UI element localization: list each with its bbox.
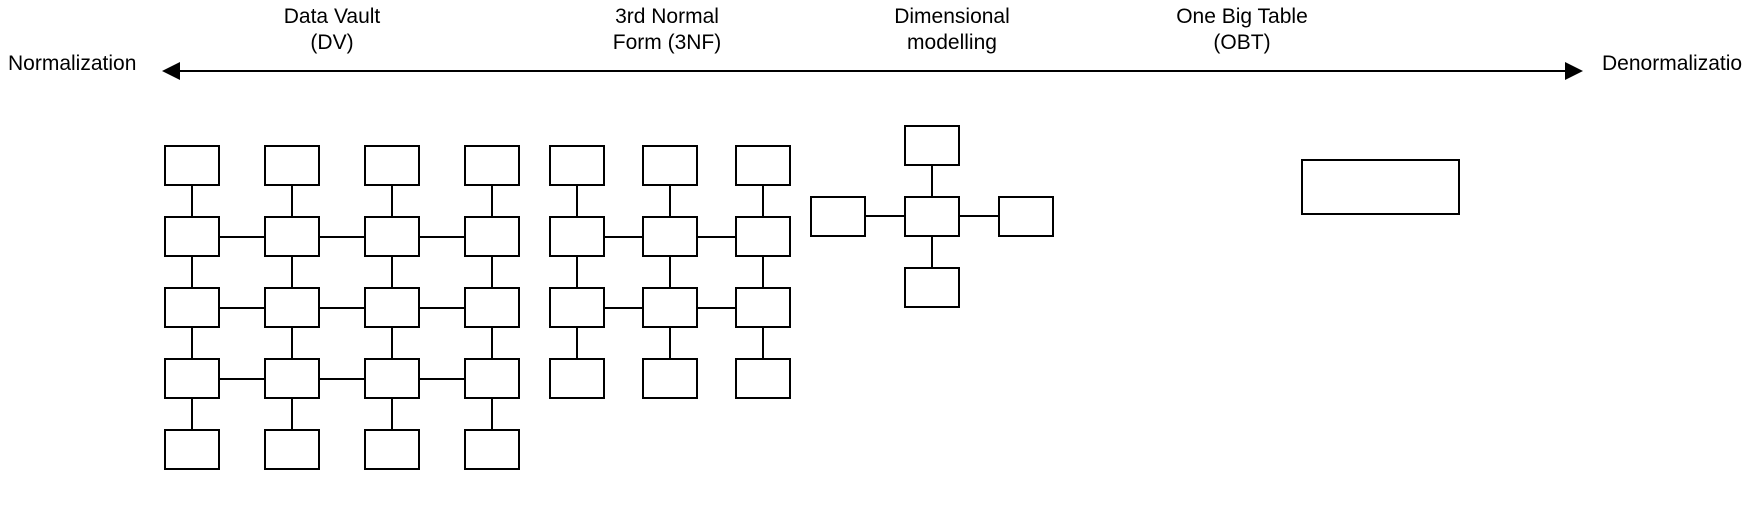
dimension-box xyxy=(904,266,960,308)
entity-box xyxy=(642,216,698,257)
stage-label-dimensional-modelling: Dimensional modelling xyxy=(842,4,1062,56)
entity-box xyxy=(464,287,520,328)
horizontal-connector xyxy=(866,215,904,217)
vertical-connector xyxy=(762,257,764,287)
vertical-connector xyxy=(491,328,493,358)
vertical-connector xyxy=(576,186,578,216)
horizontal-connector xyxy=(320,235,364,238)
arrow-right-icon xyxy=(1565,62,1583,80)
entity-box xyxy=(464,358,520,399)
horizontal-connector xyxy=(220,377,264,380)
horizontal-connector xyxy=(698,235,735,238)
vertical-connector xyxy=(291,328,293,358)
vertical-connector xyxy=(576,328,578,358)
vertical-connector xyxy=(291,257,293,287)
stage-label-line1: Data Vault xyxy=(283,5,381,28)
entity-box xyxy=(364,429,420,470)
horizontal-connector xyxy=(220,306,264,309)
vertical-connector xyxy=(576,257,578,287)
vertical-connector xyxy=(762,186,764,216)
horizontal-connector xyxy=(320,377,364,380)
axis-right-label: Denormalization xyxy=(1602,52,1742,75)
stage-label-line2: Form (3NF) xyxy=(612,31,722,54)
stage-label-line1: One Big Table xyxy=(1176,5,1308,28)
horizontal-connector xyxy=(420,377,464,380)
entity-box xyxy=(735,216,791,257)
stage-label-third-normal-form: 3rd Normal Form (3NF) xyxy=(557,4,777,56)
entity-box xyxy=(264,429,320,470)
entity-box xyxy=(264,287,320,328)
entity-box xyxy=(549,145,605,186)
entity-box xyxy=(642,145,698,186)
entity-box xyxy=(164,287,220,328)
entity-box xyxy=(264,358,320,399)
arrow-left-icon xyxy=(162,62,180,80)
vertical-connector xyxy=(191,257,193,287)
stage-label-line1: 3rd Normal xyxy=(615,5,719,28)
entity-box xyxy=(464,216,520,257)
vertical-connector xyxy=(491,257,493,287)
horizontal-connector xyxy=(420,306,464,309)
stage-label-line1: Dimensional xyxy=(894,5,1010,28)
axis-left-label: Normalization xyxy=(8,52,137,75)
vertical-connector xyxy=(391,186,393,216)
vertical-connector xyxy=(669,328,671,358)
one-big-table-box xyxy=(1301,159,1460,215)
entity-box xyxy=(464,429,520,470)
dimension-box xyxy=(998,195,1054,237)
vertical-connector xyxy=(669,186,671,216)
horizontal-connector xyxy=(320,306,364,309)
entity-box xyxy=(264,145,320,186)
entity-box xyxy=(264,216,320,257)
horizontal-connector xyxy=(605,306,642,309)
entity-box xyxy=(549,216,605,257)
vertical-connector xyxy=(391,328,393,358)
vertical-connector xyxy=(191,399,193,429)
vertical-connector xyxy=(391,399,393,429)
stage-label-one-big-table: One Big Table (OBT) xyxy=(1132,4,1352,56)
vertical-connector xyxy=(291,186,293,216)
entity-box xyxy=(549,287,605,328)
vertical-connector xyxy=(491,186,493,216)
fact-box xyxy=(904,195,960,237)
entity-box xyxy=(164,145,220,186)
horizontal-connector xyxy=(220,235,264,238)
axis-line xyxy=(165,70,1580,72)
entity-box xyxy=(364,287,420,328)
horizontal-connector xyxy=(698,306,735,309)
horizontal-connector xyxy=(960,215,998,217)
entity-box xyxy=(364,358,420,399)
entity-box xyxy=(549,358,605,399)
vertical-connector xyxy=(191,186,193,216)
vertical-connector xyxy=(931,165,933,196)
stage-label-line2: (OBT) xyxy=(1213,31,1271,54)
entity-box xyxy=(164,358,220,399)
entity-box xyxy=(735,287,791,328)
vertical-connector xyxy=(391,257,393,287)
dimension-box xyxy=(810,195,866,237)
dimension-box xyxy=(904,124,960,166)
entity-box xyxy=(164,216,220,257)
entity-box xyxy=(642,287,698,328)
horizontal-connector xyxy=(605,235,642,238)
entity-box xyxy=(735,145,791,186)
horizontal-connector xyxy=(420,235,464,238)
entity-box xyxy=(642,358,698,399)
entity-box xyxy=(364,216,420,257)
vertical-connector xyxy=(291,399,293,429)
vertical-connector xyxy=(931,236,933,267)
stage-label-data-vault: Data Vault (DV) xyxy=(222,4,442,56)
entity-box xyxy=(735,358,791,399)
vertical-connector xyxy=(191,328,193,358)
stage-label-line2: modelling xyxy=(907,31,997,54)
entity-box xyxy=(464,145,520,186)
stage-label-line2: (DV) xyxy=(310,31,354,54)
entity-box xyxy=(164,429,220,470)
vertical-connector xyxy=(762,328,764,358)
vertical-connector xyxy=(491,399,493,429)
entity-box xyxy=(364,145,420,186)
vertical-connector xyxy=(669,257,671,287)
